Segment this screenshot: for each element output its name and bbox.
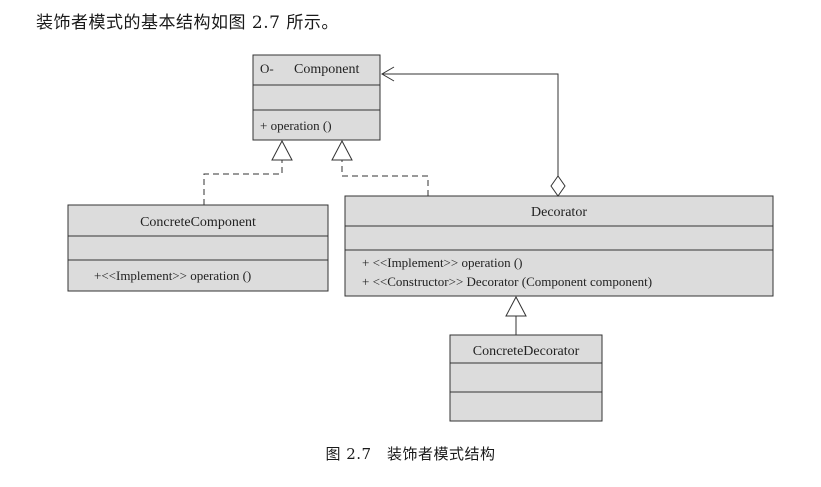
concrete-decorator-class: ConcreteDecorator [449, 334, 603, 422]
aggregation-arrowhead [381, 66, 395, 82]
concrete-component-operation: +<<Implement>> operation () [94, 268, 251, 283]
realization-arrowhead-2 [331, 139, 353, 161]
concrete-component-name: ConcreteComponent [140, 215, 256, 230]
intro-text: 装饰者模式的基本结构如图 2.7 所示。 [36, 13, 339, 33]
component-operation: + operation () [260, 118, 332, 133]
generalization-concrete-decorator [505, 295, 527, 335]
component-box [252, 54, 381, 141]
realization-arrowhead-1 [271, 139, 293, 161]
realization-concrete-component [203, 139, 293, 205]
realization-decorator [331, 139, 429, 196]
decorator-name: Decorator [531, 205, 587, 220]
concrete-decorator-box [449, 334, 603, 422]
realization-line-1 [203, 160, 283, 205]
generalization-arrowhead [505, 295, 527, 317]
decorator-box [344, 195, 774, 297]
decorator-class: Decorator + <<Implement>> operation () +… [344, 195, 774, 297]
realization-line-2 [341, 160, 429, 196]
decorator-member-2: + <<Constructor>> Decorator (Component c… [362, 274, 652, 289]
aggregation-decorator-component [381, 66, 566, 197]
component-name: Component [294, 62, 359, 77]
interface-icon: O- [260, 61, 274, 76]
component-class: O- Component + operation () [252, 54, 381, 141]
concrete-component-class: ConcreteComponent +<<Implement>> operati… [67, 204, 329, 292]
aggregation-line [382, 73, 559, 176]
aggregation-diamond [550, 175, 566, 197]
figure-caption: 图 2.7 装饰者模式结构 [325, 445, 496, 463]
concrete-component-box [67, 204, 329, 292]
decorator-member-1: + <<Implement>> operation () [362, 255, 522, 270]
concrete-decorator-name: ConcreteDecorator [473, 344, 580, 359]
